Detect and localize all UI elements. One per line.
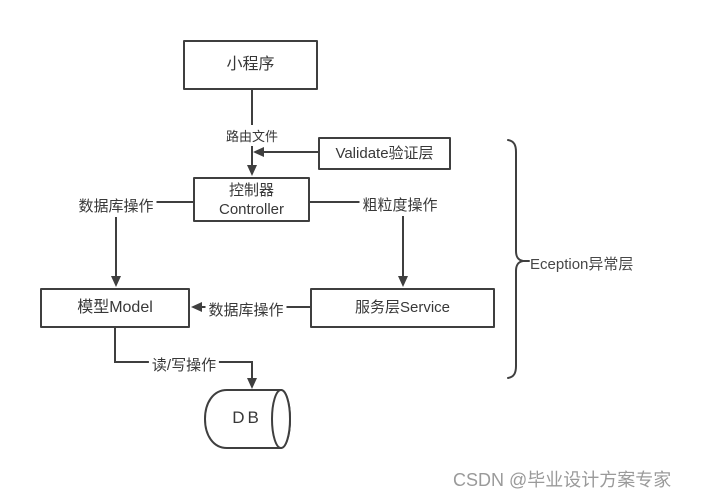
node-miniprogram: 小程序 [183,40,318,90]
node-db-label: DB [232,408,262,427]
arrowhead-down-db-icon [247,378,257,389]
watermark-text: CSDN @毕业设计方案专家 [453,470,672,490]
node-service-label: 服务层Service [354,299,451,316]
edge-label-route-file: 路由文件 [222,125,282,146]
node-controller-label-zh: 控制器 [228,181,274,199]
node-controller: 控制器 Controller [193,177,310,222]
arrowhead-down-controller-icon [247,165,257,176]
arrowhead-left-model-icon [191,302,202,312]
node-validate-layer: Validate验证层 [318,137,451,170]
node-model: 模型Model [40,288,190,328]
node-model-label: 模型Model [77,299,153,317]
edge-label-read-write: 读/写操作 [148,353,220,376]
node-service-layer: 服务层Service [310,288,495,328]
db-cylinder-cap-icon [271,389,291,449]
node-miniprogram-label: 小程序 [226,56,275,74]
edge-label-coarse-grained: 粗粒度操作 [359,193,441,216]
arrowhead-down-model-icon [111,276,121,287]
arrowhead-down-service-icon [398,276,408,287]
edge-label-db-operation-left: 数据库操作 [75,194,157,217]
curly-brace-icon [507,139,530,379]
edge-label-db-operation-mid: 数据库操作 [205,298,287,321]
annotation-exception-layer: Eception异常层 [530,256,634,273]
node-validate-label: Validate验证层 [335,144,434,162]
arrowhead-left-route-icon [253,147,264,157]
node-controller-label-en: Controller [218,200,285,218]
